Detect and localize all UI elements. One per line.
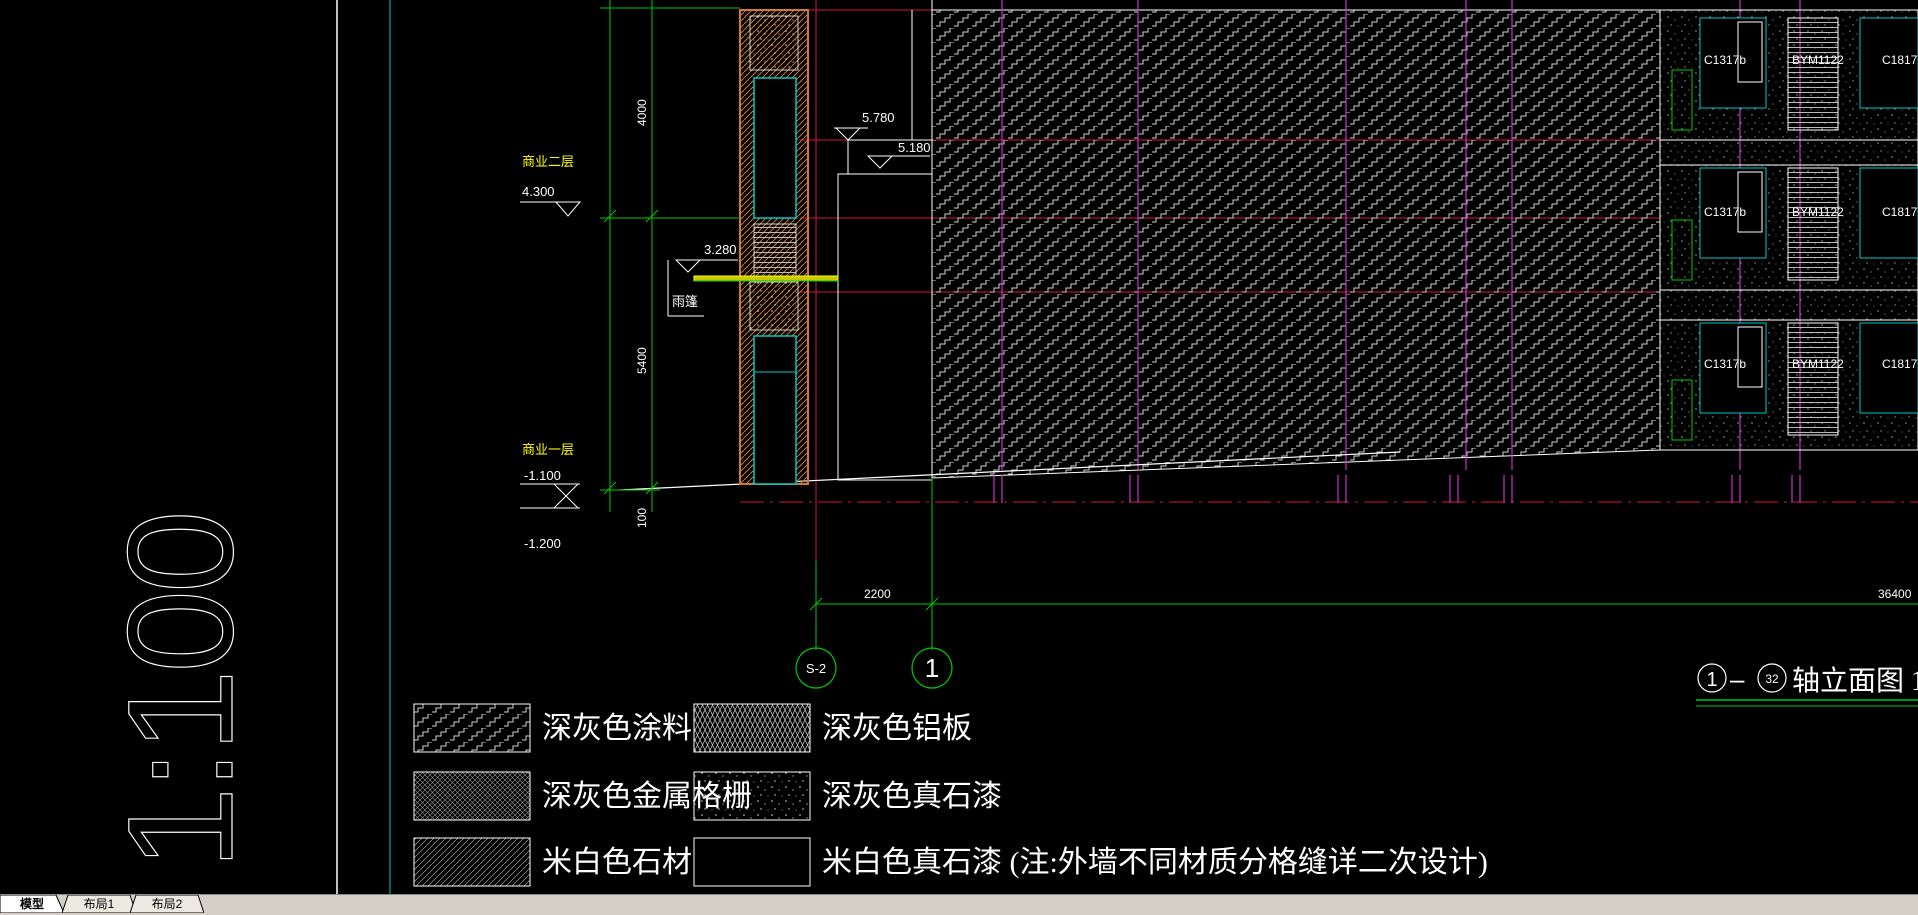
svg-text:BYM1122: BYM1122 <box>1792 205 1844 219</box>
column-footings <box>993 475 1801 503</box>
storefront <box>837 0 933 481</box>
window-row-2 <box>1671 167 1918 281</box>
axis-bubble-1[interactable]: 1 <box>911 647 953 689</box>
svg-text:C1817b: C1817b <box>1882 357 1918 371</box>
svg-text:BYM1122: BYM1122 <box>1792 53 1844 67</box>
svg-text:3.280: 3.280 <box>704 242 737 257</box>
svg-text:1: 1 <box>1706 669 1717 691</box>
sheet-frame <box>336 0 391 894</box>
svg-text:雨篷: 雨篷 <box>672 294 698 309</box>
elevation-title: 1 – 32 轴立面图 1 <box>1696 663 1918 707</box>
svg-text:2200: 2200 <box>864 587 891 601</box>
window-labels: C1317b BYM1122 C1817b C1317b BYM1122 C18… <box>1704 53 1918 371</box>
dimension-labels: 4000 5400 100 2200 36400 <box>635 99 1912 601</box>
svg-text:5.180: 5.180 <box>898 140 931 155</box>
layout-tab-bar: 模型 布局1 布局2 <box>0 894 1918 915</box>
svg-text:5.780: 5.780 <box>862 110 895 125</box>
svg-text:轴立面图 1: 轴立面图 1 <box>1792 665 1918 697</box>
legend: 深灰色涂料 深灰色铝板 深灰色金属格栅 深灰色真石漆 米白色石材 米白色真石漆 … <box>413 703 1488 887</box>
svg-text:4000: 4000 <box>635 99 649 126</box>
svg-text:C1817b: C1817b <box>1882 205 1918 219</box>
legend-label: 深灰色铝板 <box>822 712 972 745</box>
svg-text:商业二层: 商业二层 <box>522 154 574 169</box>
svg-text:C1317b: C1317b <box>1704 205 1746 219</box>
legend-swatch-aluminum <box>693 703 811 753</box>
facade-wall[interactable] <box>931 9 1661 479</box>
svg-text:1: 1 <box>925 653 939 683</box>
window-row-1 <box>1671 17 1918 131</box>
svg-text:-1.200: -1.200 <box>524 536 561 551</box>
axis-bubble-s2[interactable]: S-2 <box>795 647 837 689</box>
legend-label: 深灰色真石漆 <box>822 780 1002 813</box>
legend-label: 米白色石材 <box>542 846 692 879</box>
svg-text:C1317b: C1317b <box>1704 53 1746 67</box>
legend-swatch-stone <box>413 837 531 887</box>
svg-text:100: 100 <box>635 508 649 528</box>
legend-swatch-stone-paint <box>693 771 811 821</box>
level-markers <box>520 127 930 509</box>
scale-label: 1:100 <box>95 509 264 870</box>
legend-swatch-white-stone-paint <box>693 837 811 887</box>
svg-text:S-2: S-2 <box>806 661 826 676</box>
tab-layout1[interactable]: 布局1 <box>62 895 136 913</box>
svg-text:商业一层: 商业一层 <box>522 442 574 457</box>
svg-text:C1317b: C1317b <box>1704 357 1746 371</box>
entrance-facade[interactable] <box>739 9 809 485</box>
svg-text:36400: 36400 <box>1878 587 1912 601</box>
tab-layout2[interactable]: 布局2 <box>130 895 204 913</box>
svg-text:32: 32 <box>1765 672 1779 686</box>
legend-swatch-grille <box>413 771 531 821</box>
svg-text:1:100: 1:100 <box>96 510 264 870</box>
window-row-3 <box>1671 322 1918 441</box>
tab-model[interactable]: 模型 <box>0 895 64 913</box>
legend-swatch-gray-paint <box>413 703 531 753</box>
canopy[interactable] <box>693 275 839 282</box>
svg-text:4.300: 4.300 <box>522 184 555 199</box>
svg-text:5400: 5400 <box>635 347 649 374</box>
svg-text:–: – <box>1730 664 1745 694</box>
drawing-canvas[interactable]: 1:100 <box>0 0 1918 894</box>
svg-text:BYM1122: BYM1122 <box>1792 357 1844 371</box>
svg-text:-1.100: -1.100 <box>524 468 561 483</box>
legend-label: 深灰色涂料 <box>542 712 692 745</box>
svg-text:C1817b: C1817b <box>1882 53 1918 67</box>
legend-label: 米白色真石漆 (注:外墙不同材质分格缝详二次设计) <box>822 846 1488 879</box>
level-labels: 商业二层 4.300 商业一层 -1.100 -1.200 5.780 5.18… <box>522 110 931 551</box>
dimension-lines <box>600 0 1918 650</box>
